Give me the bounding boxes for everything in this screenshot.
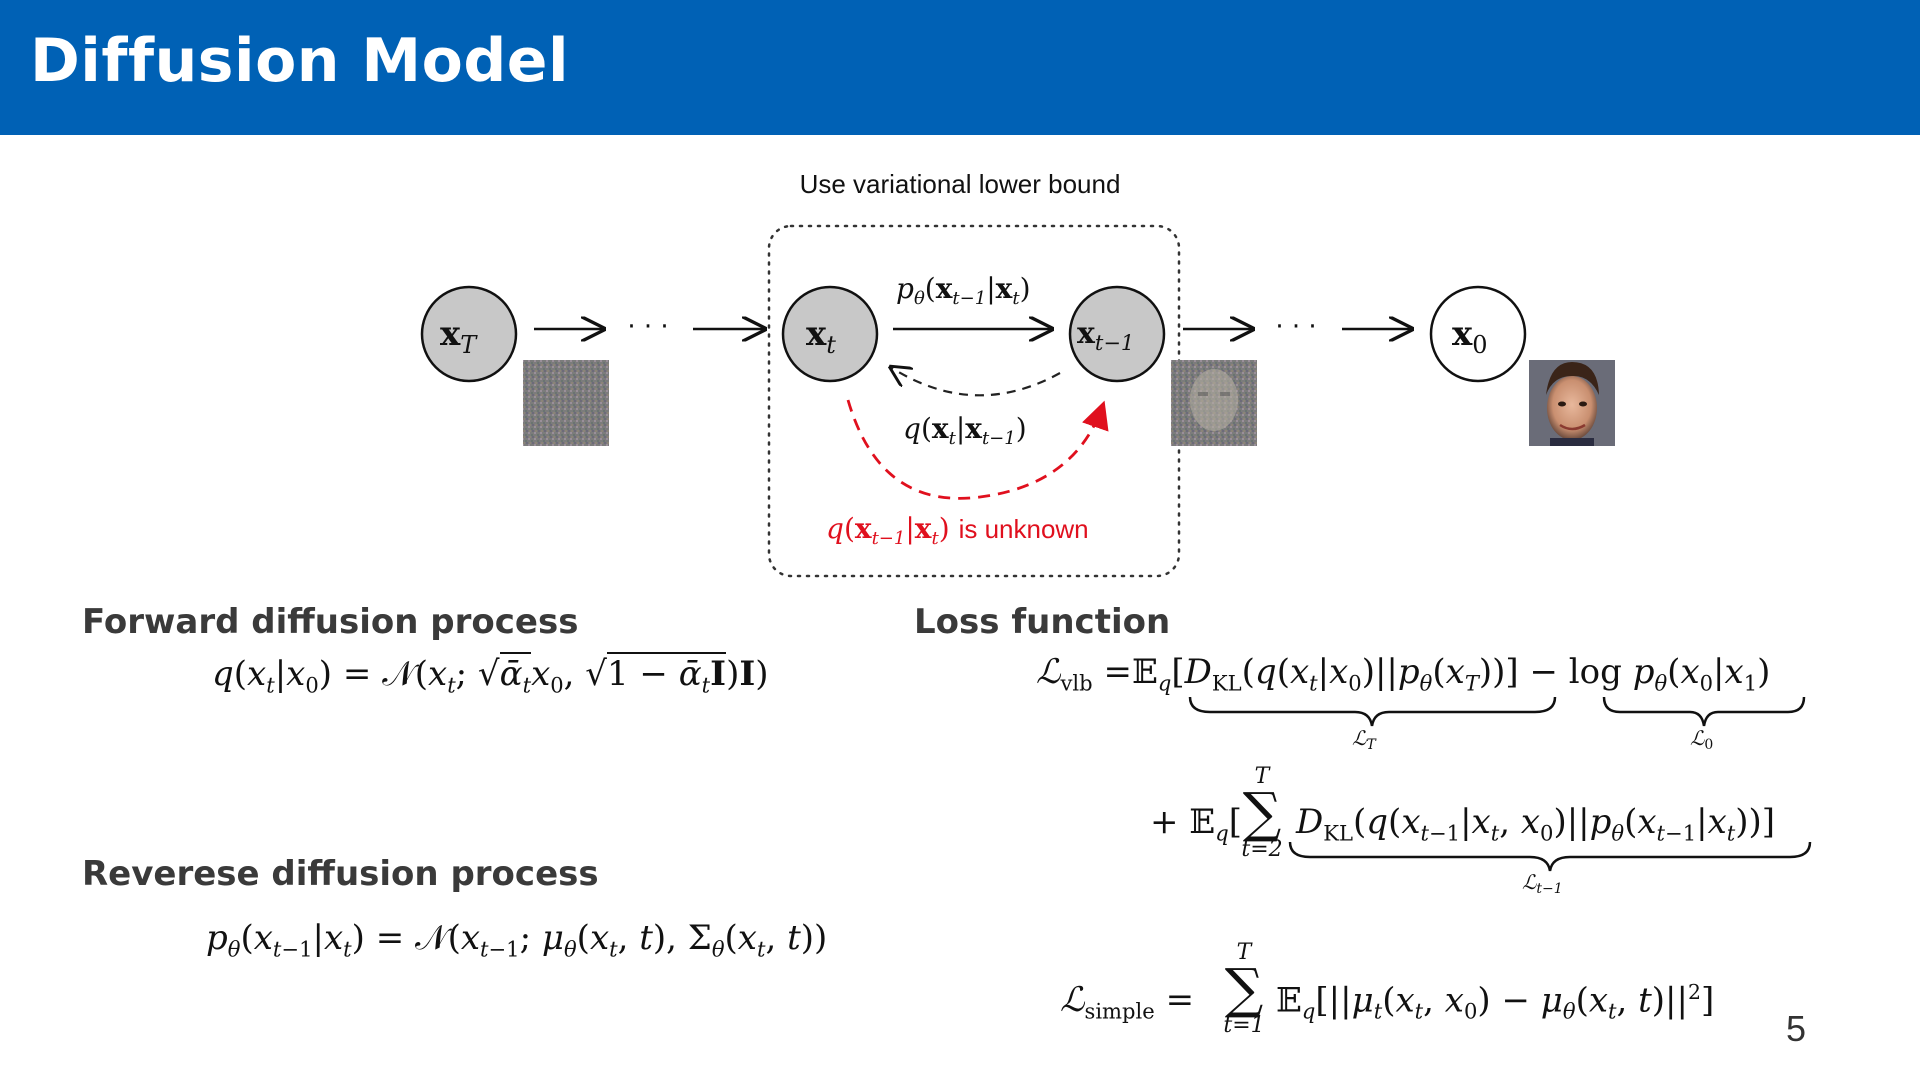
arrow-q-reverse	[892, 368, 1061, 397]
reverse-heading: Reverese diffusion process	[82, 854, 599, 894]
loss-simple-prefix: ℒsimple =	[1060, 980, 1195, 1024]
forward-equation: q(xt|x0) = 𝒩(xt; √ᾱtx0, √1 − ᾱtI)I)	[212, 652, 769, 698]
slide-title: Diffusion Model	[30, 26, 570, 96]
node-x-0: x0	[1429, 285, 1527, 383]
page-number: 5	[1786, 1008, 1807, 1049]
partially-noised-face-image	[1171, 360, 1257, 446]
arrow-unknown	[846, 399, 1109, 500]
reverse-equation: pθ(xt−1|xt) = 𝒩(xt−1; μθ(xt, t), Σθ(xt, …	[206, 918, 828, 962]
brace-label-L-t-minus-1: ℒt−1	[1522, 870, 1563, 897]
slide-header: Diffusion Model	[0, 0, 1920, 135]
brace-label-L-T: ℒT	[1352, 726, 1376, 753]
reverse-label: q(xt|xt−1)	[903, 412, 1027, 449]
brace-L-T	[1188, 696, 1557, 727]
loss-vlb-line2-prefix: + 𝔼q[	[1150, 802, 1242, 846]
forward-heading: Forward diffusion process	[82, 602, 579, 642]
loss-heading: Loss function	[914, 602, 1171, 642]
noise-image	[523, 360, 609, 446]
node-x-t: xt	[781, 285, 879, 383]
brace-L-t-minus-1	[1288, 841, 1812, 872]
forward-label: pθ(xt−1|xt)	[896, 272, 1031, 309]
brace-L-0	[1602, 696, 1806, 727]
ellipsis: · · ·	[1275, 312, 1316, 342]
variational-bound-box	[767, 224, 1181, 578]
loss-vlb-line1: ℒvlb =𝔼q[DKL(q(xt|x0)||pθ(xT))] − log pθ…	[1036, 652, 1771, 696]
sum-t1: T ∑ t=1	[1223, 940, 1265, 1038]
unknown-label: q(xt−1|xt) is unknown	[826, 512, 1089, 549]
loss-simple: 𝔼q[||μt(xt, x0) − μθ(xt, t)||2]	[1276, 980, 1715, 1024]
brace-label-L-0: ℒ0	[1690, 726, 1714, 753]
diffusion-diagram: Use variational lower bound xT xt xt−1 x…	[420, 169, 1615, 578]
face-image	[1529, 360, 1615, 446]
ellipsis: · · ·	[627, 312, 668, 342]
loss-vlb-line2: DKL(q(xt−1|xt, x0)||pθ(xt−1|xt))]	[1296, 802, 1776, 846]
diagram-caption: Use variational lower bound	[800, 169, 1121, 199]
svg-text:xt: xt	[806, 314, 836, 359]
sum-t2: T ∑ t=2	[1241, 764, 1283, 862]
node-x-t-minus-1: xt−1	[1068, 285, 1166, 383]
node-x-T: xT	[420, 285, 518, 383]
